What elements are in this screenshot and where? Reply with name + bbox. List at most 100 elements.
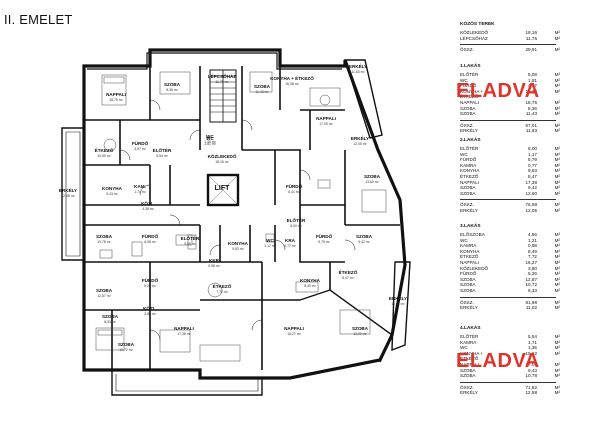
area-unit: M²: [554, 367, 560, 373]
room-area: 7,72 m²: [216, 290, 228, 294]
room-area: 11,75: [525, 35, 537, 41]
room-area: 8,00: [528, 146, 537, 151]
room-area: 12,87: [525, 276, 538, 282]
room-area: 16,38: [525, 88, 538, 94]
room-name: KAMRA: [460, 339, 477, 345]
area-unit: M²: [554, 146, 560, 151]
room-area: 7,72: [528, 254, 537, 260]
schedule-block-title: KÖZÖS TEREK: [460, 22, 495, 27]
room-area: 8,33: [528, 287, 537, 293]
room-area: 11,43 m²: [255, 90, 269, 94]
room-name: ERKÉLY: [460, 305, 478, 311]
room-name: SZOBA: [96, 288, 113, 293]
area-unit: M²: [554, 384, 560, 390]
room-area: 9,63: [528, 168, 537, 174]
room-name: FÜRDŐ: [316, 233, 333, 239]
area-unit: M²: [554, 287, 560, 293]
room-area: 13,60 m²: [365, 180, 379, 184]
room-name: NAPPALI: [174, 326, 194, 331]
room-name: KONYHA + ÉTKEZŐ: [460, 88, 484, 100]
room-area: 17,05: [525, 361, 538, 367]
furniture: [95, 71, 387, 362]
area-unit: M²: [554, 232, 560, 237]
area-unit: M²: [554, 390, 560, 396]
room-name: SZOBA: [460, 367, 476, 373]
room-name: ÖSSZ.: [460, 299, 474, 305]
room-name: KAMRA: [460, 243, 477, 249]
room-name: ERKÉLY: [59, 186, 77, 193]
room-name: SZOBA: [460, 185, 476, 191]
schedule-block-title: 2.LAKÁS: [460, 138, 481, 143]
schedule-block-title: 3.LAKÁS: [460, 224, 481, 229]
schedule-block-title: 4.LAKÁS: [460, 326, 481, 331]
room-name: SZOBA: [352, 326, 369, 331]
room-name: KONYHA: [460, 168, 480, 174]
room-area: 12,05 m²: [353, 142, 367, 146]
room-area: 1,71: [528, 339, 537, 345]
room-name: ELŐTÉR: [287, 216, 306, 223]
area-unit: M²: [554, 202, 560, 208]
room-name: ÖSSZ.: [460, 122, 474, 128]
room-name: NAPPALI: [460, 361, 480, 367]
room-area: 18,16 m²: [215, 160, 229, 164]
room-area: 8,33 m²: [104, 320, 116, 324]
room-area: 5,08: [528, 72, 537, 77]
room-name: WC: [460, 151, 468, 157]
room-name: NAPPALI: [460, 99, 480, 105]
area-unit: M²: [554, 30, 560, 35]
lift-shaft: [206, 173, 240, 207]
sum-divider: [460, 296, 556, 298]
schedule-row: ELŐTÉR 8,00 M²: [460, 146, 560, 152]
room-name: SZOBA: [164, 82, 181, 87]
area-unit: M²: [554, 282, 560, 288]
room-name: KRA: [285, 238, 296, 243]
room-area: 18,16: [525, 30, 538, 35]
area-unit: M²: [554, 259, 560, 265]
room-label: WC1,17 m²: [264, 238, 276, 248]
room-name: ELŐTÉR: [460, 146, 479, 151]
room-area: 8,49: [528, 248, 537, 254]
room-name: ELŐTÉR: [460, 72, 479, 77]
room-area: 8,00 m²: [290, 224, 302, 228]
room-area: 9,63 m²: [232, 247, 244, 251]
room-label: WC1,35 m²: [204, 134, 216, 144]
room-area: 5,54: [528, 334, 537, 339]
area-unit: M²: [554, 185, 560, 191]
room-area: 11,83: [525, 128, 537, 134]
area-unit: M²: [554, 237, 560, 243]
room-name: NAPPALI: [460, 259, 480, 265]
area-unit: M²: [554, 162, 560, 168]
sum-divider: [460, 199, 556, 201]
room-name: WC: [460, 345, 468, 351]
room-name: KONYHA: [228, 241, 249, 246]
room-area: 1,17 m²: [264, 244, 276, 248]
area-unit: M²: [554, 88, 560, 94]
room-name: LÉPCSŐHÁZ: [208, 72, 237, 79]
area-unit: M²: [554, 179, 560, 185]
room-name: ÖSSZ.: [460, 47, 474, 53]
room-area: 5,26 m²: [144, 284, 156, 288]
room-area: 11,75 m²: [215, 80, 229, 84]
